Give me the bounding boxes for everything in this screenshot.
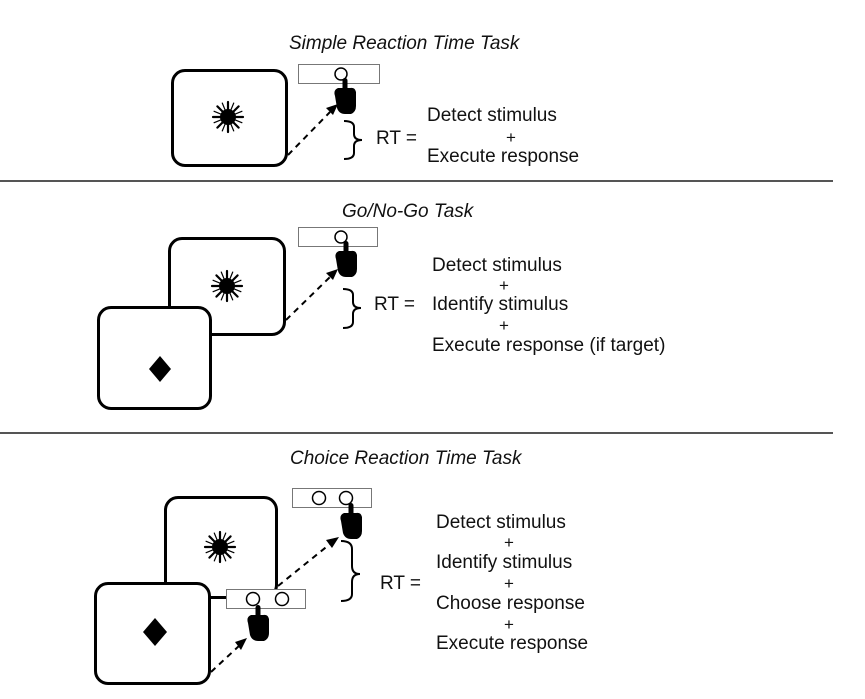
step-plus: + bbox=[506, 128, 516, 147]
step-detect-stimulus: Detect stimulus bbox=[432, 255, 562, 276]
step-plus: + bbox=[504, 533, 514, 552]
step-plus: + bbox=[499, 316, 509, 335]
arrowhead bbox=[235, 638, 247, 650]
sun-icon bbox=[203, 530, 237, 564]
response-button-circle-icon bbox=[274, 591, 290, 607]
step-detect-stimulus: Detect stimulus bbox=[427, 105, 557, 126]
section-title-choice-rt: Choice Reaction Time Task bbox=[290, 448, 522, 469]
pointing-hand-icon bbox=[247, 605, 269, 641]
pointing-hand-icon bbox=[334, 78, 356, 114]
response-button-circle-icon bbox=[311, 490, 327, 506]
sun-icon bbox=[210, 269, 244, 303]
dashed-arrow bbox=[277, 543, 331, 587]
section-title-go-no-go: Go/No-Go Task bbox=[342, 201, 474, 222]
response-button-circle-icon bbox=[334, 230, 348, 244]
step-plus: + bbox=[504, 574, 514, 593]
step-identify-stimulus: Identify stimulus bbox=[432, 294, 569, 315]
diamond-icon bbox=[143, 618, 167, 646]
step-execute-response: Execute response bbox=[427, 146, 580, 167]
step-execute-response-if-target: Execute response (if target) bbox=[432, 335, 666, 356]
dashed-arrow bbox=[287, 111, 331, 156]
rt-bracket bbox=[343, 120, 363, 160]
diamond-icon bbox=[149, 356, 171, 382]
step-execute-response: Execute response bbox=[436, 633, 589, 654]
step-detect-stimulus: Detect stimulus bbox=[436, 512, 566, 533]
arrowhead bbox=[326, 537, 339, 548]
arrowhead bbox=[326, 104, 338, 115]
pointing-hand-icon bbox=[340, 503, 362, 539]
dashed-arrow bbox=[210, 644, 241, 673]
pointing-hand-icon bbox=[335, 241, 357, 277]
arrowhead bbox=[326, 269, 338, 280]
rt-label: RT = bbox=[380, 573, 422, 594]
step-plus: + bbox=[499, 276, 509, 295]
rt-label: RT = bbox=[376, 128, 418, 149]
response-button-circle-icon bbox=[334, 67, 348, 81]
rt-label: RT = bbox=[374, 294, 416, 315]
sun-icon bbox=[211, 100, 245, 134]
response-button-circle-icon bbox=[338, 490, 354, 506]
dashed-arrow bbox=[285, 276, 331, 321]
step-choose-response: Choose response bbox=[436, 593, 585, 614]
response-panel bbox=[292, 488, 372, 508]
stimulus-screen-nontarget bbox=[97, 306, 212, 410]
response-button-circle-icon bbox=[245, 591, 261, 607]
section-divider bbox=[0, 432, 833, 434]
step-identify-stimulus: Identify stimulus bbox=[436, 552, 573, 573]
section-divider bbox=[0, 180, 833, 182]
rt-bracket bbox=[340, 540, 361, 602]
rt-bracket bbox=[342, 288, 362, 329]
step-plus: + bbox=[504, 615, 514, 634]
section-title-simple-rt: Simple Reaction Time Task bbox=[289, 33, 520, 54]
